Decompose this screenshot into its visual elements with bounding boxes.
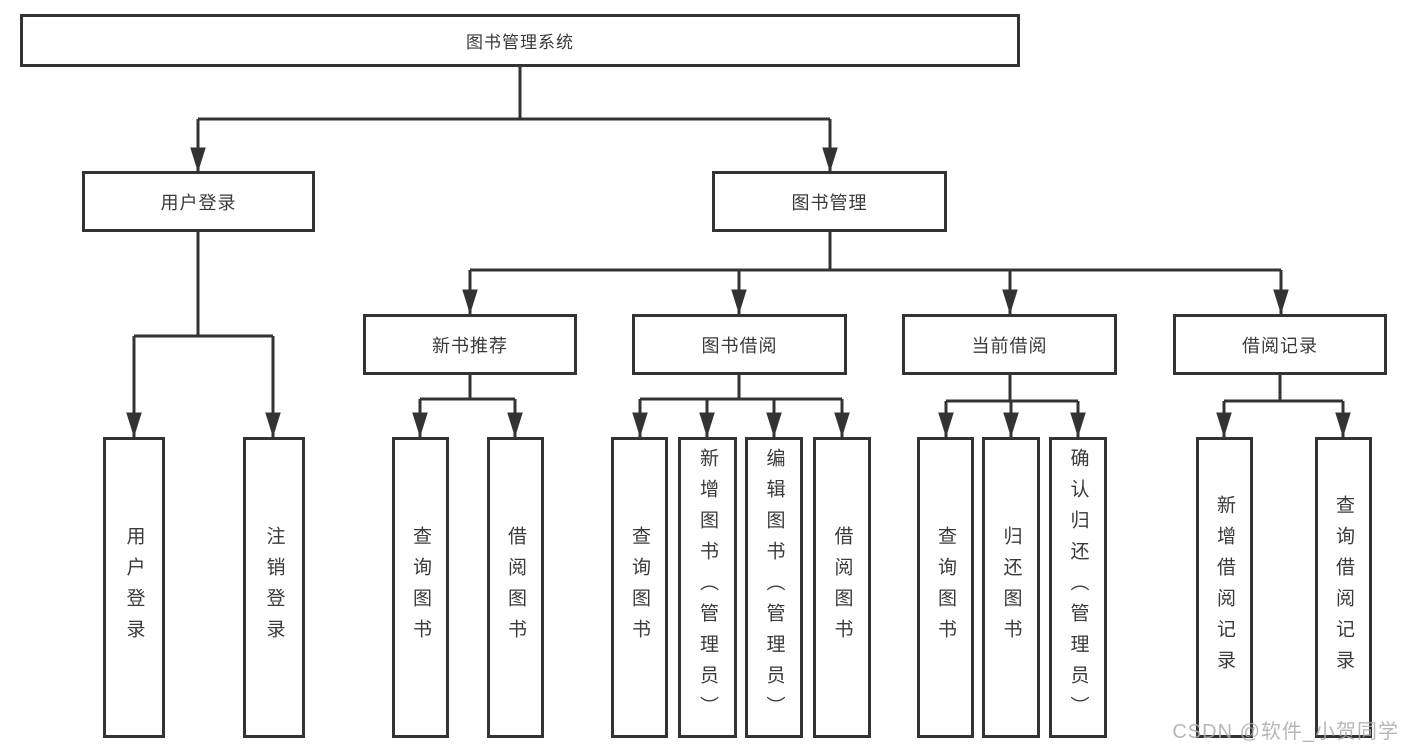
leaf-nbr-borrow-books-label: 借阅图书	[505, 525, 526, 650]
csdn-watermark: CSDN @软件_小贺同学	[1172, 721, 1399, 743]
leaf-br-add-record: 新增借阅记录	[1196, 437, 1253, 738]
leaf-cb-return-books-label: 归还图书	[1000, 525, 1022, 650]
leaf-bb-add-books-admin-label: 新增图书（管理员）	[697, 448, 718, 727]
leaf-bb-edit-books-admin-label: 编辑图书（管理员）	[763, 448, 785, 727]
leaf-bb-query-books: 查询图书	[611, 437, 668, 738]
node-book-management-group: 图书管理	[712, 171, 947, 232]
node-user-login-group-label: 用户登录	[160, 192, 237, 213]
leaf-cb-query-books-label: 查询图书	[935, 525, 956, 650]
node-user-login-group: 用户登录	[82, 171, 315, 232]
node-root: 图书管理系统	[20, 14, 1020, 67]
node-book-borrowing: 图书借阅	[632, 314, 847, 375]
leaf-bb-borrow-books-label: 借阅图书	[831, 525, 853, 650]
leaf-nbr-borrow-books: 借阅图书	[487, 437, 544, 738]
leaf-bb-edit-books-admin: 编辑图书（管理员）	[745, 437, 803, 738]
node-root-label: 图书管理系统	[466, 33, 574, 52]
leaf-bb-borrow-books: 借阅图书	[813, 437, 871, 738]
leaf-cb-confirm-return-admin: 确认归还（管理员）	[1049, 437, 1107, 738]
leaf-logout: 注销登录	[243, 437, 305, 738]
leaf-br-add-record-label: 新增借阅记录	[1214, 494, 1235, 681]
node-new-book-recommendation-label: 新书推荐	[432, 335, 508, 356]
node-borrowing-records-label: 借阅记录	[1242, 335, 1318, 356]
leaf-user-login: 用户登录	[103, 437, 165, 738]
leaf-bb-query-books-label: 查询图书	[629, 525, 650, 650]
leaf-nbr-query-books: 查询图书	[392, 437, 449, 738]
leaf-cb-return-books: 归还图书	[982, 437, 1040, 738]
leaf-logout-label: 注销登录	[263, 525, 285, 650]
leaf-br-query-record: 查询借阅记录	[1315, 437, 1372, 738]
leaf-cb-confirm-return-admin-label: 确认归还（管理员）	[1067, 448, 1089, 727]
node-book-borrowing-label: 图书借阅	[701, 335, 778, 356]
leaf-bb-add-books-admin: 新增图书（管理员）	[678, 437, 737, 738]
leaf-br-query-record-label: 查询借阅记录	[1333, 494, 1354, 681]
node-new-book-recommendation: 新书推荐	[363, 314, 577, 375]
node-book-management-group-label: 图书管理	[791, 192, 868, 213]
node-current-borrowing: 当前借阅	[902, 314, 1117, 375]
node-borrowing-records: 借阅记录	[1173, 314, 1387, 375]
leaf-nbr-query-books-label: 查询图书	[410, 525, 431, 650]
node-current-borrowing-label: 当前借阅	[971, 335, 1048, 356]
leaf-user-login-label: 用户登录	[123, 525, 145, 650]
leaf-cb-query-books: 查询图书	[917, 437, 974, 738]
